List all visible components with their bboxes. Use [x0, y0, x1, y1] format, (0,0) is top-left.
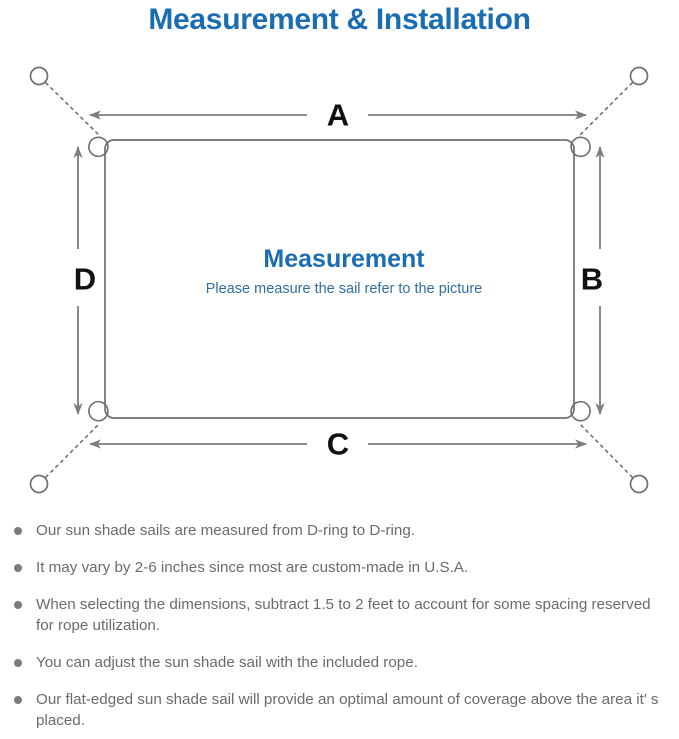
list-item: Our flat-edged sun shade sail will provi… — [8, 689, 665, 731]
list-item-text: When selecting the dimensions, subtract … — [36, 596, 651, 634]
list-item-text: It may vary by 2-6 inches since most are… — [36, 559, 469, 576]
list-item: When selecting the dimensions, subtract … — [8, 594, 665, 636]
bullet-icon — [14, 601, 22, 609]
bullet-icon — [14, 659, 22, 667]
shade-sail-body — [104, 139, 575, 419]
d-ring-bottom-left — [88, 400, 109, 422]
dimension-label-b: B — [581, 262, 603, 297]
list-item: Our sun shade sails are measured from D-… — [8, 520, 665, 541]
list-item-text: Our flat-edged sun shade sail will provi… — [36, 691, 659, 729]
dimension-label-c: C — [327, 427, 349, 462]
dimension-label-a: A — [327, 98, 349, 133]
anchor-point-bottom-right — [629, 474, 649, 494]
dimension-label-d: D — [74, 262, 96, 297]
list-item-text: You can adjust the sun shade sail with t… — [36, 654, 418, 671]
bullet-icon — [14, 564, 22, 572]
measurement-diagram: A C D B Measurement Please measure the s… — [0, 44, 679, 520]
anchor-point-top-right — [629, 66, 649, 86]
rope-line-bottom-left — [45, 422, 101, 478]
rope-line-top-left — [45, 82, 101, 137]
rope-line-bottom-right — [578, 422, 633, 478]
d-ring-bottom-right — [570, 400, 591, 422]
d-ring-top-left — [88, 136, 109, 158]
list-item-text: Our sun shade sails are measured from D-… — [36, 522, 415, 539]
diagram-center-title: Measurement — [263, 245, 425, 273]
list-item: It may vary by 2-6 inches since most are… — [8, 557, 665, 578]
d-ring-top-right — [570, 136, 591, 158]
rope-line-top-right — [578, 82, 633, 137]
bullet-icon — [14, 527, 22, 535]
measurement-diagram-svg: A C D B Measurement Please measure the s… — [29, 66, 649, 494]
list-item: You can adjust the sun shade sail with t… — [8, 652, 665, 673]
notes-list: Our sun shade sails are measured from D-… — [0, 520, 679, 739]
anchor-point-top-left — [29, 66, 49, 86]
page-title: Measurement & Installation — [148, 3, 531, 36]
bullet-icon — [14, 696, 22, 704]
anchor-point-bottom-left — [29, 474, 49, 494]
diagram-center-subtitle: Please measure the sail refer to the pic… — [206, 281, 482, 297]
